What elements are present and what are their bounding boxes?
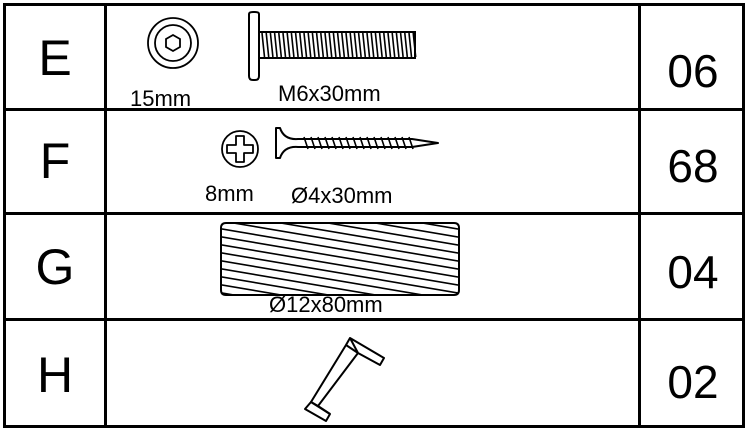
row-g-letter: G (35, 239, 75, 295)
row-e-size-label: M6x30mm (278, 81, 381, 106)
phillips-head-icon (221, 130, 259, 168)
row-f-letter: F (39, 133, 71, 189)
row-g-quantity: 04 (667, 246, 719, 298)
row-e-letter: E (38, 30, 72, 86)
row-f-quantity: 68 (667, 140, 719, 192)
row-e-quantity: 06 (667, 45, 719, 97)
column-divider-left (104, 3, 107, 428)
row-h-quantity: 02 (667, 356, 719, 408)
allen-key-icon (304, 337, 385, 422)
row-g-size-label: Ø12x80mm (269, 292, 383, 317)
row-h-letter: H (36, 347, 74, 403)
row-divider-3 (3, 318, 745, 321)
connector-bolt-icon (248, 11, 417, 81)
hex-socket-head-icon (147, 17, 199, 69)
row-e-head-label: 15mm (130, 86, 192, 111)
row-divider-1 (3, 108, 745, 111)
wooden-dowel-icon (220, 222, 460, 296)
row-f-head-label: 8mm (205, 181, 254, 206)
row-divider-2 (3, 212, 745, 215)
wood-screw-icon (275, 127, 439, 159)
row-f-size-label: Ø4x30mm (291, 183, 393, 208)
column-divider-right (638, 3, 641, 428)
